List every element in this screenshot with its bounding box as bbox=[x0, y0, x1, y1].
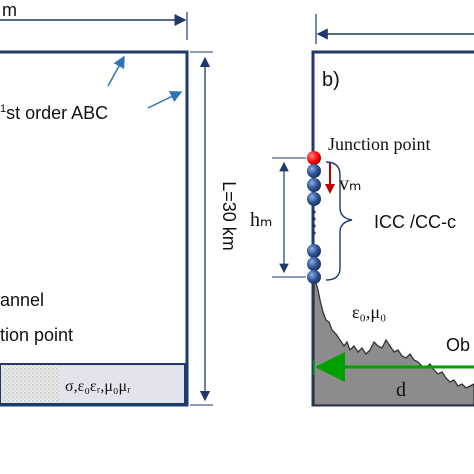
length-label: L=30 km bbox=[219, 181, 239, 251]
channel-dot bbox=[312, 224, 316, 228]
panel-b-label: b) bbox=[322, 69, 340, 91]
junction-point-sphere bbox=[307, 151, 321, 165]
abc-text: st order ABC bbox=[6, 103, 108, 123]
ground-params-box bbox=[60, 366, 184, 402]
medium-params-label: ε₀,μ₀ bbox=[352, 302, 386, 322]
height-label: hₘ bbox=[250, 209, 272, 231]
icc-brace bbox=[325, 161, 353, 281]
channel-sphere bbox=[307, 244, 321, 258]
channel-label: annel bbox=[0, 290, 44, 310]
obstacle-label: Ob bbox=[446, 335, 470, 355]
top-dimension-label: m bbox=[2, 0, 17, 20]
channel-sphere bbox=[307, 192, 321, 206]
icc-label: ICC /CC-c bbox=[374, 212, 456, 232]
panel-a: m σ,ε₀εᵣ,μ₀μᵣ 1st order ABC annel tion p… bbox=[0, 0, 239, 407]
distance-label: d bbox=[396, 379, 406, 401]
channel-sphere bbox=[307, 270, 321, 284]
abc-prefix: 1 bbox=[0, 103, 6, 115]
junction-label-a: tion point bbox=[0, 325, 73, 345]
channel-dot bbox=[312, 210, 316, 214]
terrain-surface bbox=[313, 275, 474, 406]
abc-label: 1st order ABC bbox=[0, 103, 108, 123]
channel-sphere bbox=[307, 164, 321, 178]
abc-arrow-right bbox=[147, 91, 183, 109]
channel-sphere bbox=[307, 178, 321, 192]
junction-point-label: Junction point bbox=[328, 134, 431, 154]
ground-params-label: σ,ε₀εᵣ,μ₀μᵣ bbox=[65, 378, 131, 395]
channel-sphere bbox=[307, 257, 321, 271]
velocity-arrow-head bbox=[325, 184, 335, 194]
velocity-label: vₘ bbox=[339, 173, 361, 195]
channel-dot bbox=[312, 217, 316, 221]
abc-arrow-top bbox=[107, 55, 125, 87]
channel-dot bbox=[312, 231, 316, 235]
panel-b: b) d Junction point vₘ hₘ ICC /CC-c bbox=[250, 14, 474, 407]
